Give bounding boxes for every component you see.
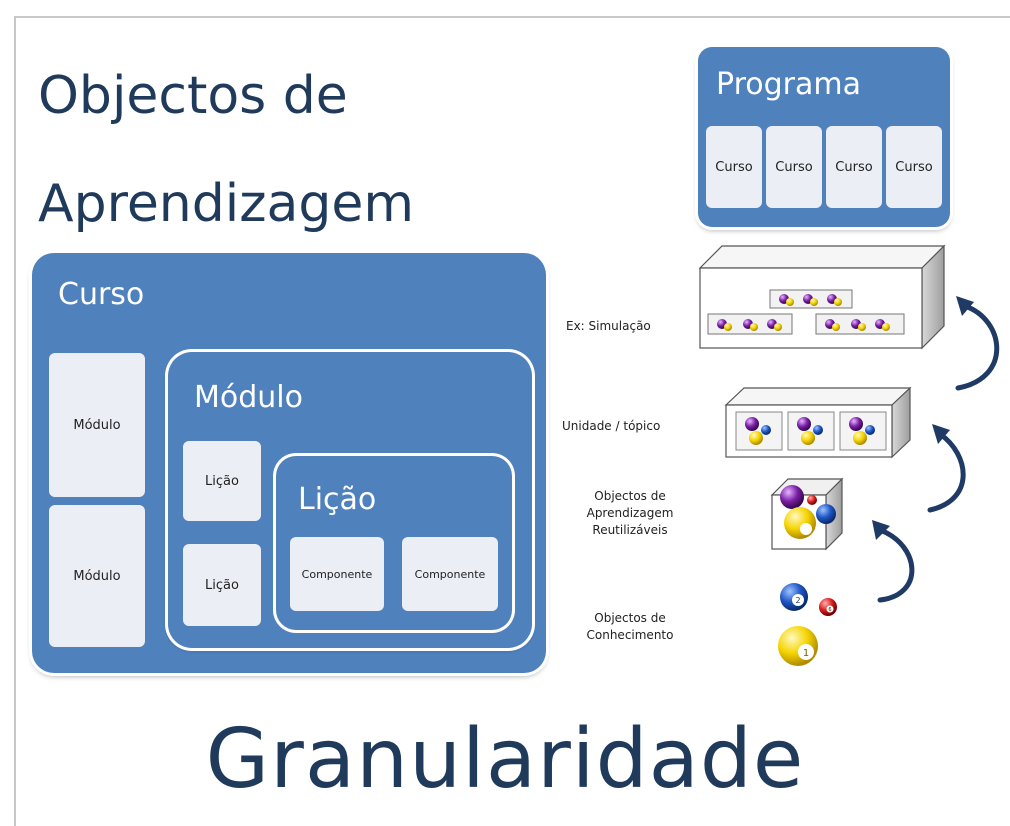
knowledge-balls-icon: 2 6 1 [778,583,837,666]
licao-box-2: Lição [183,544,261,626]
componente-box-2: Componente [402,537,498,611]
componente-box-2-label: Componente [414,567,486,581]
licao-box-1-label: Lição [205,473,239,489]
programa-curso-label-1: Curso [715,159,753,175]
unit-box-icon [724,386,912,459]
label-knowledge-line-1: Objectos de [594,611,666,625]
licao-label: Lição [298,482,377,517]
curved-arrow-1-icon [877,527,915,603]
label-reusable-line-3: Reutilizáveis [592,523,668,537]
label-knowledge: Objectos de Conhecimento [570,610,690,644]
programa-curso-box-3: Curso [826,126,882,208]
frame-border-left [14,16,16,826]
ball-number-6: 6 [828,607,831,613]
simulation-box-icon [698,244,946,350]
modulo-box-2: Módulo [49,505,145,647]
programa-label: Programa [716,67,861,102]
programa-curso-label-4: Curso [895,159,933,175]
programa-curso-box-1: Curso [706,126,762,208]
programa-curso-label-3: Curso [835,159,873,175]
mini-box-group-top [769,289,853,309]
arrowhead-3-icon [956,296,974,316]
title-line-1: Objectos de [38,66,348,126]
componente-box-1: Componente [290,537,384,611]
granularidade-heading: Granularidade [205,712,805,807]
modulo-box-2-label: Módulo [73,568,121,584]
frame-border-top [14,16,1010,18]
componente-box-1-label: Componente [301,567,373,581]
modulo-label: Módulo [194,380,303,415]
curso-label: Curso [58,277,145,312]
programa-curso-label-2: Curso [775,159,813,175]
label-reusable-line-2: Aprendizagem [586,506,674,520]
label-unit: Unidade / tópico [562,419,661,433]
programa-curso-box-2: Curso [766,126,822,208]
mini-box-group-right [815,313,905,335]
arrowhead-1-icon [872,520,890,540]
licao-box-1: Lição [183,441,261,521]
label-simulation: Ex: Simulação [566,319,651,333]
curved-arrow-3-icon [955,303,1000,391]
programa-curso-box-4: Curso [886,126,942,208]
curved-arrow-2-icon [927,431,966,513]
label-reusable: Objectos de Aprendizagem Reutilizáveis [570,488,690,539]
title-line-2: Aprendizagem [38,174,415,234]
label-knowledge-line-2: Conhecimento [586,628,674,642]
label-reusable-line-1: Objectos de [594,489,666,503]
mini-box-group-left [707,313,793,335]
reusable-cube-icon [770,477,844,551]
arrowhead-2-icon [932,424,950,444]
ball-number-1: 1 [803,648,809,659]
modulo-box-1: Módulo [49,353,145,497]
ball-number-2: 2 [795,596,800,605]
modulo-box-1-label: Módulo [73,417,121,433]
licao-box-2-label: Lição [205,577,239,593]
